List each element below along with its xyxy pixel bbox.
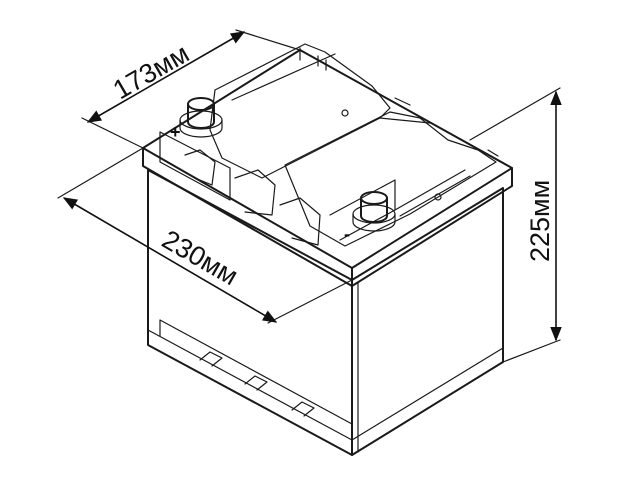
battery-lid [142,43,513,287]
negative-terminal [352,191,396,232]
negative-sign: - [344,224,350,244]
height-dimension [469,87,562,363]
length-label: 230мм [157,224,243,291]
battery-body [147,169,504,456]
width-dimension [81,29,301,149]
positive-sign: + [170,122,181,142]
positive-terminal [179,97,223,138]
width-label: 173мм [108,38,194,105]
height-label: 225мм [525,180,555,262]
length-dimension [57,147,353,324]
